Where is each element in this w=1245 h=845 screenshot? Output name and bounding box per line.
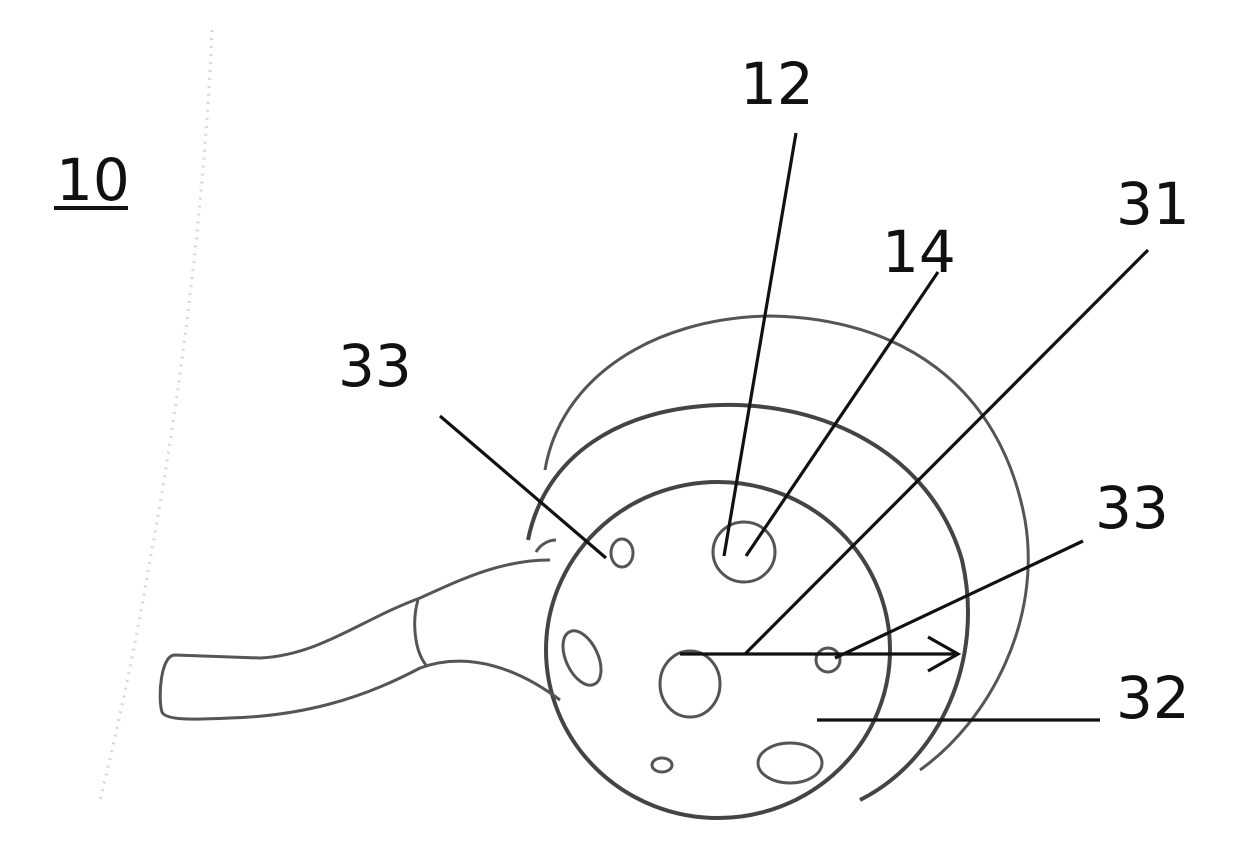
leader-line-14 — [746, 272, 938, 556]
label-33-right: 33 — [1095, 474, 1169, 542]
leader-line-12 — [724, 133, 796, 556]
label-32: 32 — [1116, 664, 1190, 732]
label-device-10: 10 — [56, 146, 130, 214]
handle-collar — [415, 600, 426, 665]
hole-33-right — [816, 648, 840, 672]
front-disk-face — [546, 482, 890, 818]
leader-line-31 — [745, 250, 1148, 654]
leader-line-33-left — [440, 416, 606, 558]
label-14: 14 — [882, 218, 956, 286]
leader-line-33-right — [835, 541, 1083, 658]
hole-33-upper-left — [611, 539, 633, 567]
label-31: 31 — [1116, 170, 1190, 238]
hole-12-central-top — [713, 522, 775, 582]
label-33-left: 33 — [338, 332, 412, 400]
handle-arm — [160, 560, 560, 719]
hole-center — [660, 651, 720, 717]
middle-ring-outline — [528, 405, 968, 800]
hole-bottom-small — [652, 758, 672, 772]
hole-bottom-right — [758, 743, 822, 783]
label-12: 12 — [740, 50, 814, 118]
hole-left-oval — [555, 625, 609, 691]
handle-joint — [536, 540, 556, 552]
